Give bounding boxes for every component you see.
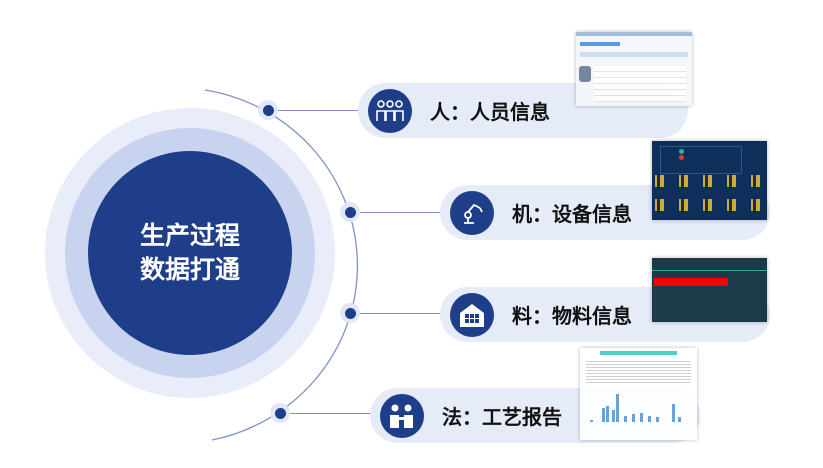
connector-dot [270,403,290,423]
item-label: 人：人员信息 [430,100,550,124]
bar-chart-thumbnail [590,394,681,422]
connector-dot [258,100,278,120]
connector-line [268,110,360,111]
center-title-line2: 数据打通 [139,255,240,284]
connector-line [280,413,372,414]
item-label: 机：设备信息 [512,202,632,226]
item-label: 料：物料信息 [512,304,632,328]
connector-line [350,212,442,213]
center-circle: 生产过程 数据打通 [88,151,292,355]
material-screenshot-thumbnail [652,258,767,322]
connector-line [350,313,442,314]
process-report-thumbnail [580,348,697,440]
equipment-screenshot-thumbnail [652,141,767,220]
connector-dot [340,202,360,222]
people-screenshot-thumbnail [576,32,692,106]
people-group-icon [368,88,412,133]
connector-dot [340,303,360,323]
item-label: 法：工艺报告 [442,405,562,429]
robot-arm-icon [450,190,494,235]
warehouse-icon [450,292,494,337]
center-title-line1: 生产过程 [139,221,240,250]
team-meeting-icon [380,393,424,438]
